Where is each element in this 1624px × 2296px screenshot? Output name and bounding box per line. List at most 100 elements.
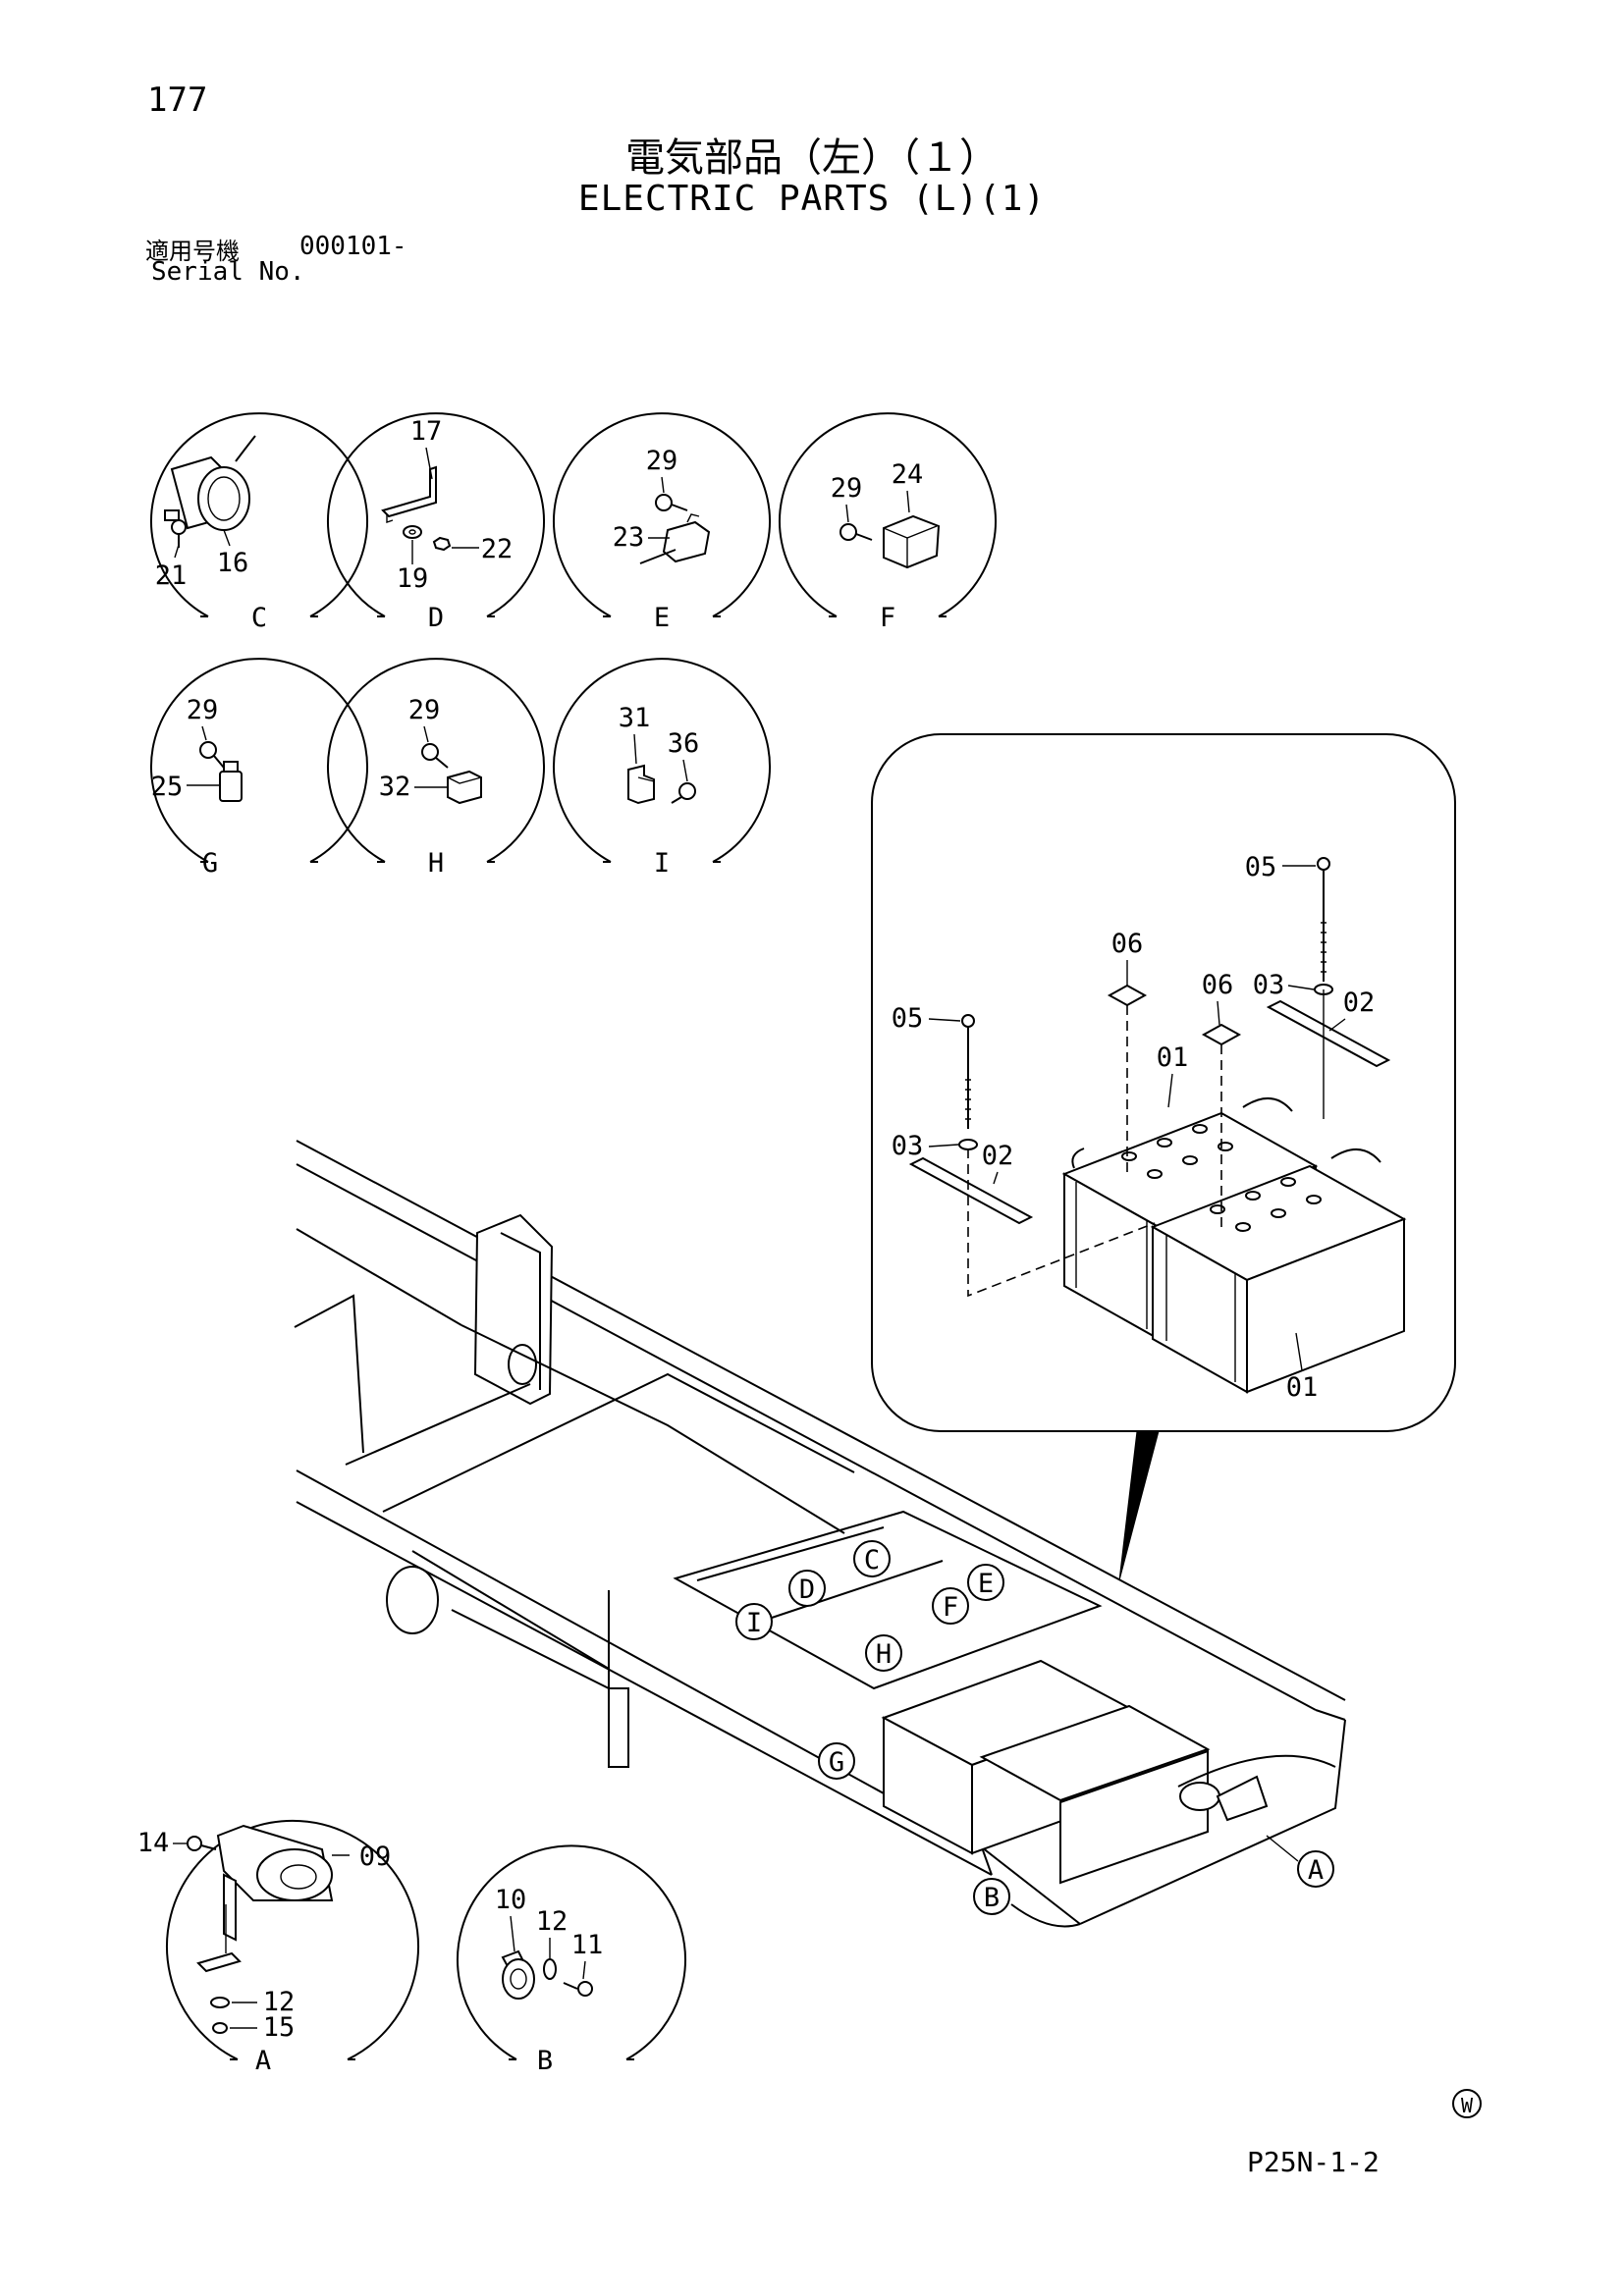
relay-box-icon [883, 514, 941, 569]
detail-a-letter: A [255, 2046, 271, 2076]
bolt-rod-icon [961, 1014, 975, 1129]
detail-b-letter: B [537, 2046, 553, 2076]
serial-label-english: Serial No. [151, 257, 305, 287]
battery-inset-frame [871, 733, 1456, 1432]
detail-e-letter: E [654, 603, 670, 633]
detail-h-letter: H [428, 848, 444, 879]
detail-c-circle [150, 412, 368, 617]
part-label: 29 [187, 695, 219, 725]
svg-text:D: D [799, 1575, 815, 1605]
part-label: 05 [892, 1003, 924, 1034]
part-label: 25 [151, 772, 184, 802]
nut-icon [212, 2022, 228, 2034]
bolt-rod-icon [1317, 857, 1330, 982]
part-label: 12 [263, 1987, 296, 2017]
page-number: 177 [147, 80, 208, 120]
battery-inset: 05 06 06 03 02 01 05 03 02 01 [871, 733, 1456, 1581]
clamp-plate-icon [1107, 984, 1148, 1007]
circled-mark-icon [1452, 2089, 1482, 2118]
part-label: 03 [892, 1131, 924, 1161]
relay-switch-icon [639, 513, 711, 564]
washer-icon [543, 1958, 557, 1980]
callout-c [853, 1540, 891, 1577]
callout-h [865, 1634, 902, 1672]
detail-b: B 10 12 11 [457, 1844, 686, 2076]
part-label: 01 [1286, 1372, 1319, 1403]
bolt-icon [563, 1981, 593, 1997]
hold-down-bar-icon [1266, 999, 1391, 1068]
part-label: 17 [410, 416, 443, 447]
part-label: 21 [155, 561, 188, 591]
part-label: 06 [1111, 929, 1144, 959]
footer-mark: W [1452, 2089, 1482, 2118]
part-label: 01 [1157, 1042, 1189, 1073]
horn-icon [1179, 1775, 1269, 1822]
callout-pointer [1118, 1430, 1160, 1581]
detail-h: H 29 32 [327, 658, 545, 879]
frame-callouts: C D E I F H G B A [735, 1540, 1334, 1915]
svg-text:E: E [978, 1569, 994, 1599]
bracket-icon [196, 1904, 242, 1973]
callout-e [967, 1564, 1004, 1601]
svg-text:C: C [864, 1545, 880, 1575]
detail-c-letter: C [251, 603, 267, 633]
svg-text:I: I [746, 1608, 762, 1638]
machine-frame [294, 1140, 1346, 1928]
detail-d-circle [327, 412, 545, 617]
serial-label-japanese: 適用号機 [145, 238, 240, 265]
washer-icon [210, 1997, 230, 2008]
detail-f-letter: F [880, 603, 895, 633]
detail-i-circle [553, 658, 771, 863]
part-label: 24 [892, 459, 924, 490]
detail-g-circle [150, 658, 368, 863]
part-label: 19 [397, 563, 429, 594]
part-label: 11 [571, 1930, 604, 1960]
callout-a [1297, 1850, 1334, 1888]
part-label: 29 [831, 473, 863, 504]
detail-d-letter: D [428, 603, 444, 633]
clamp-plate-icon [1201, 1023, 1242, 1046]
detail-f-circle [779, 412, 997, 617]
part-label: 02 [982, 1141, 1014, 1171]
part-label: 22 [481, 534, 514, 564]
svg-text:W: W [1461, 2094, 1474, 2117]
part-label: 29 [646, 446, 678, 476]
detail-c: C 21 16 [150, 412, 368, 633]
switch-icon [627, 764, 655, 805]
washer-icon [403, 525, 422, 539]
cell-caps [1121, 1124, 1322, 1232]
callout-i [735, 1603, 773, 1640]
callout-d [788, 1570, 826, 1607]
bracket-icon [381, 465, 437, 523]
detail-i: I 31 36 [553, 658, 771, 879]
hold-down-bar-icon [908, 1156, 1034, 1225]
callout-b [973, 1878, 1010, 1915]
callout-f [932, 1587, 969, 1625]
part-label: 06 [1202, 970, 1234, 1000]
svg-text:F: F [943, 1592, 958, 1623]
part-label: 29 [408, 695, 441, 725]
washer-icon [958, 1139, 978, 1150]
nut-icon [432, 536, 452, 552]
title-japanese: 電気部品（左）（１） [625, 135, 999, 181]
callout-g [818, 1742, 855, 1780]
detail-i-letter: I [654, 848, 670, 879]
part-label: 10 [495, 1885, 527, 1915]
part-label: 16 [217, 548, 249, 578]
detail-a-circle [166, 1819, 419, 2060]
sensor-icon [219, 761, 243, 802]
bolt-icon [187, 1836, 217, 1851]
horn-icon [216, 1824, 334, 1942]
relay-icon [447, 770, 482, 805]
horn-icon [501, 1949, 535, 2000]
part-label: 05 [1245, 852, 1277, 882]
part-label: 12 [536, 1906, 568, 1937]
part-label: 23 [613, 522, 645, 553]
part-label: 32 [379, 772, 411, 802]
detail-e: E 29 23 [553, 412, 771, 633]
bolt-icon [671, 782, 696, 804]
part-label: 31 [619, 703, 651, 733]
detail-b-circle [457, 1844, 686, 2060]
detail-h-circle [327, 658, 545, 863]
